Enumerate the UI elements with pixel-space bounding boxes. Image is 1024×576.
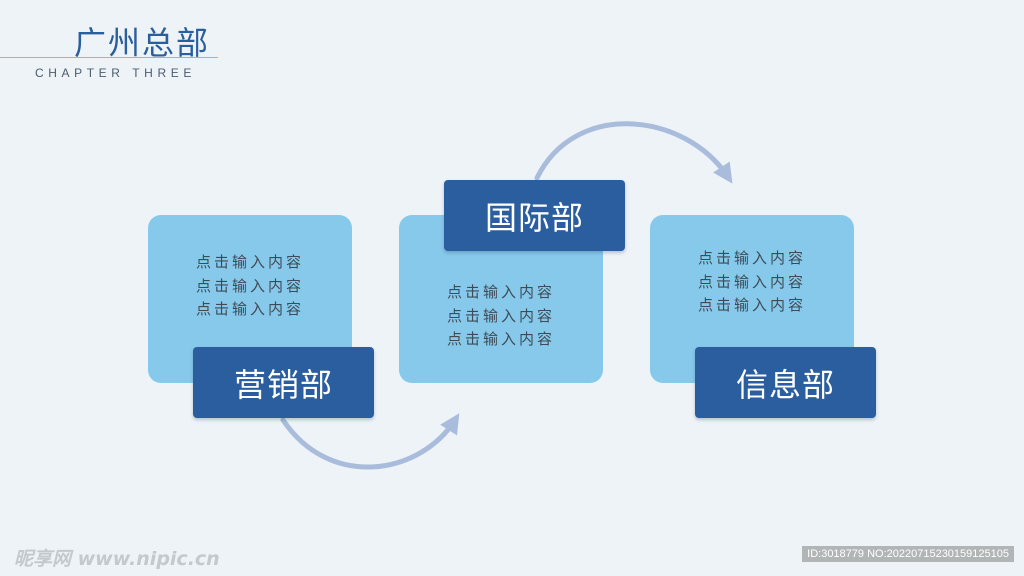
label-marketing[interactable]: 营销部 [193,347,374,418]
page-subtitle: CHAPTER THREE [35,66,196,80]
card-text-line: 点击输入内容 [697,272,806,291]
card-text-line: 点击输入内容 [697,296,806,314]
card-international-text: 点击输入内容 点击输入内容 点击输入内容 [399,281,603,352]
card-text-line: 点击输入内容 [446,283,555,301]
label-international[interactable]: 国际部 [444,180,625,251]
card-information-text: 点击输入内容 点击输入内容 点击输入内容 [650,247,854,318]
card-text-line: 点击输入内容 [195,300,304,318]
arrow-to-international [280,413,460,470]
card-text-line: 点击输入内容 [446,330,555,348]
watermark-id: ID:3018779 NO:20220715230159125105 [802,546,1014,562]
arrow-to-information [534,121,733,184]
card-text-line: 点击输入内容 [446,306,555,325]
card-text-line: 点击输入内容 [697,249,806,267]
title-underline [0,57,218,58]
card-marketing-text: 点击输入内容 点击输入内容 点击输入内容 [148,251,352,322]
label-information[interactable]: 信息部 [695,347,876,418]
watermark-logo: 昵享网 www.nipic.cn [14,548,220,570]
page-title: 广州总部 [74,24,211,62]
card-text-line: 点击输入内容 [195,276,304,295]
card-text-line: 点击输入内容 [195,253,304,271]
